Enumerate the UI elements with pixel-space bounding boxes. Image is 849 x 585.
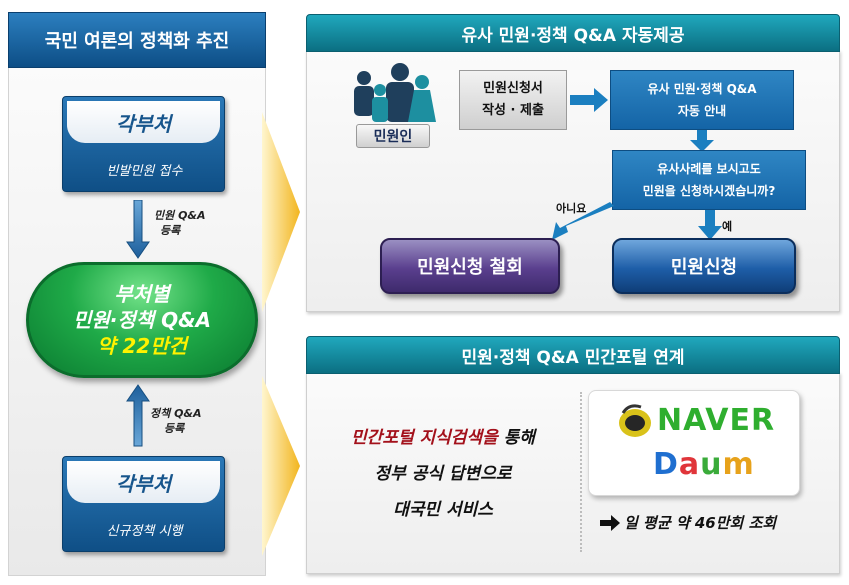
auto-line1: 유사 민원·정책 Q&A: [647, 82, 757, 96]
bottom-ministry-sub: 신규정책 시행: [106, 523, 183, 539]
bottom-ministry-card: 각부처 신규정책 시행: [62, 456, 225, 552]
daum-letter-a: a: [678, 447, 701, 482]
divider: [580, 392, 582, 552]
auto-line2: 자동 안내: [677, 104, 727, 118]
arrow1-note-line1: 민원 Q&A: [154, 209, 206, 222]
daum-letter-d: D: [653, 447, 679, 482]
daily-view-stat: 일 평균 약 46만회 조회: [624, 514, 777, 532]
oval-line3: 약 22만건: [97, 334, 187, 358]
portal-text-highlight: 민간포털 지식검색을: [351, 428, 498, 448]
daum-letter-m: m: [722, 447, 755, 482]
arrow1-note: 민원 Q&A 등록: [154, 208, 206, 238]
chevron-right-icon: [262, 376, 300, 556]
daum-letter-u: u: [700, 447, 723, 482]
oval-line1: 부처별: [114, 282, 170, 306]
portal-text-3: 대국민 서비스: [393, 500, 493, 520]
no-label: 아니요: [556, 202, 587, 215]
top-ministry-card: 각부처 빈발민원 접수: [62, 96, 225, 192]
yes-label: 예: [722, 220, 733, 233]
submit-line1: 민원신청서: [483, 81, 543, 96]
arrow1-note-line2: 등록: [160, 224, 181, 237]
withdraw-application-button[interactable]: 민원신청 철회: [380, 238, 560, 294]
arrow-down-icon: [690, 130, 714, 152]
auto-qa-panel-title: 유사 민원·정책 Q&A 자동제공: [306, 14, 840, 52]
chevron-right-icon: [262, 112, 300, 312]
arrow2-note-line2: 등록: [164, 422, 185, 435]
arrow-down-icon: [126, 200, 150, 259]
top-ministry-name: 각부처: [67, 101, 220, 143]
portal-description: 민간포털 지식검색을 통해 정부 공식 답변으로 대국민 서비스: [308, 420, 578, 528]
oval-line2: 민원·정책 Q&A: [72, 308, 212, 332]
arrow-right-icon: [570, 88, 608, 112]
naver-logo-text: NAVER: [657, 403, 776, 438]
arrow-down-left-icon: [552, 202, 614, 240]
complainant-label: 민원인: [356, 124, 430, 148]
portal-link-panel-title: 민원·정책 Q&A 민간포털 연계: [306, 336, 840, 374]
portal-logos-card: NAVER Daum: [588, 390, 800, 496]
people-icon: [354, 63, 436, 122]
arrow-down-icon: [698, 210, 722, 240]
arrow-right-icon: [600, 515, 620, 531]
auto-guide-box: 유사 민원·정책 Q&A 자동 안내: [610, 70, 794, 130]
submit-line2: 작성 · 제출: [482, 103, 544, 118]
arrow2-note: 정책 Q&A 등록: [150, 406, 202, 436]
left-panel-title: 국민 여론의 정책화 추진: [8, 12, 266, 68]
naver-logo-icon: [619, 404, 651, 437]
arrow2-note-line1: 정책 Q&A: [150, 407, 202, 420]
question-line2: 민원을 신청하시겠습니까?: [642, 184, 776, 198]
daum-logo: Daum: [653, 447, 755, 482]
arrow-up-icon: [126, 384, 150, 447]
bottom-ministry-name: 각부처: [67, 461, 220, 503]
apply-button[interactable]: 민원신청: [612, 238, 796, 294]
qa-count-oval: 부처별 민원·정책 Q&A 약 22만건: [26, 262, 258, 378]
portal-text-1-rest: 통해: [497, 428, 535, 448]
question-line1: 유사사례를 보시고도: [657, 162, 761, 176]
portal-text-2: 정부 공식 답변으로: [374, 464, 512, 484]
top-ministry-sub: 빈발민원 접수: [106, 163, 183, 179]
